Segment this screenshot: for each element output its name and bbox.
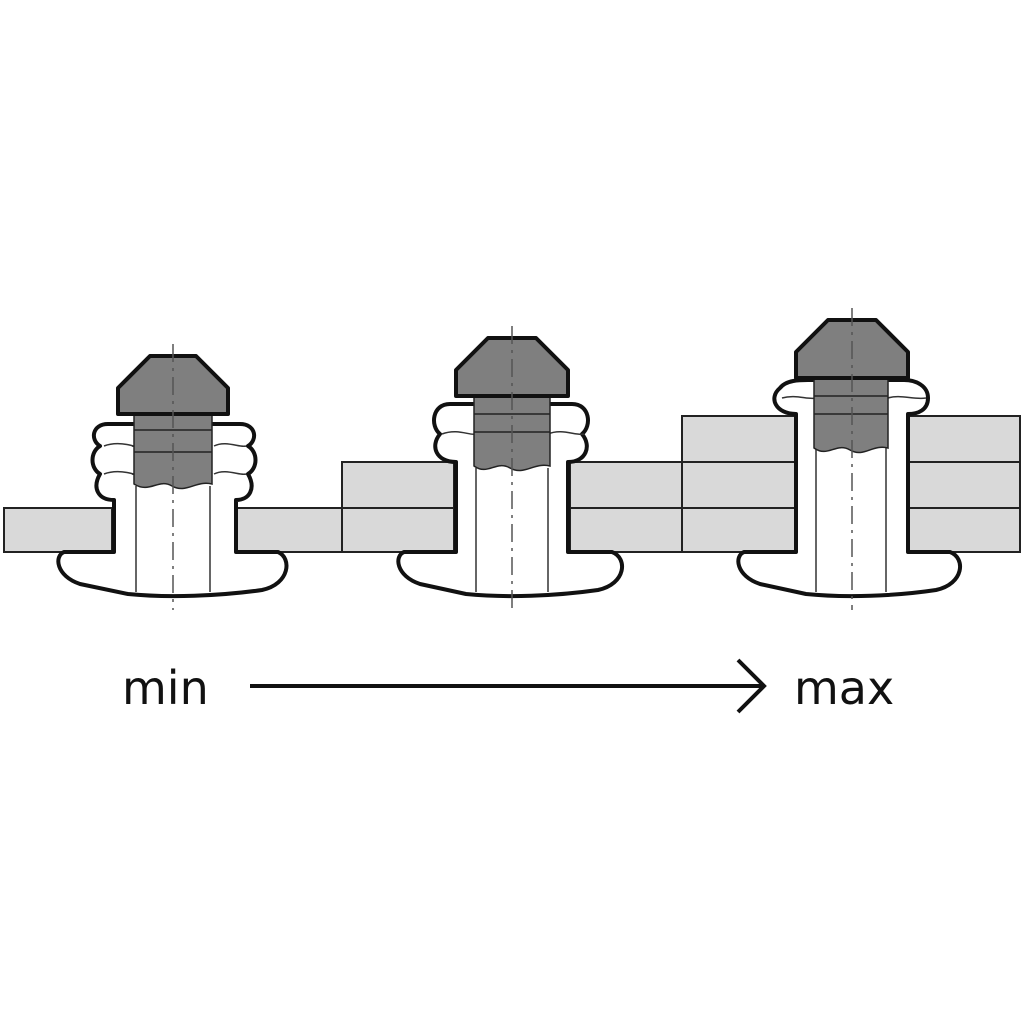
plate-max-right-bottom xyxy=(907,507,1021,553)
plate-mid-left-top xyxy=(341,461,455,509)
plate-min-right xyxy=(235,507,343,553)
plate-max-left-bottom xyxy=(681,507,797,553)
rivet-min-fold-2 xyxy=(103,471,247,476)
label-max: max xyxy=(794,661,894,715)
rivet-max xyxy=(736,308,962,610)
rivet-max-body xyxy=(736,378,962,599)
label-min: min xyxy=(122,661,209,715)
rivet-min xyxy=(56,344,289,610)
range-arrow xyxy=(250,658,767,714)
plate-mid-right-top xyxy=(569,461,683,509)
plate-max-left-middle xyxy=(681,461,797,509)
plate-min-left xyxy=(3,507,113,553)
plates-group xyxy=(3,415,1021,553)
rivet-max-mandrel-stem xyxy=(813,377,889,454)
plate-max-right-middle xyxy=(907,461,1021,509)
plate-mid-left-bottom xyxy=(341,507,455,553)
range-arrow-head xyxy=(736,658,767,714)
rivet-mid-body xyxy=(396,402,624,599)
plate-mid-right-bottom xyxy=(569,507,683,553)
rivet-min-fold-1 xyxy=(103,443,247,448)
plate-max-left-top xyxy=(681,415,797,463)
rivet-mid xyxy=(396,326,624,610)
plate-max-right-top xyxy=(907,415,1021,463)
